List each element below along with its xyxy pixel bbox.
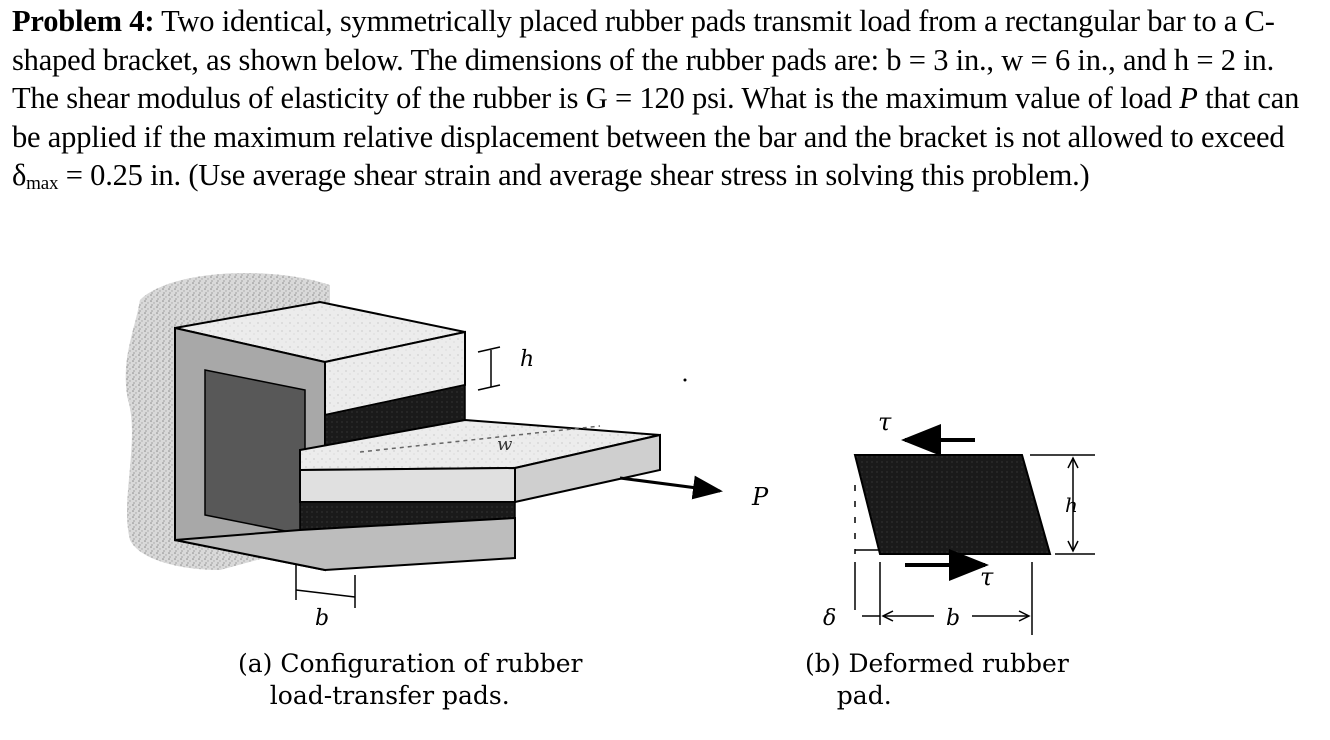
caption-b-line1: (b) Deformed rubber xyxy=(805,649,1069,678)
label-h-a: h xyxy=(520,347,534,372)
h-dimension-b xyxy=(1030,454,1095,555)
deformed-pad xyxy=(853,454,1052,555)
label-b-a: b xyxy=(315,606,329,631)
label-P: P xyxy=(751,483,769,511)
label-delta: δ xyxy=(823,606,836,631)
label-b-b: b xyxy=(946,606,960,631)
problem-label: Problem 4: xyxy=(12,4,155,38)
figure-b-drawing xyxy=(853,424,1095,635)
bracket-c-inner xyxy=(204,369,306,536)
figure: h w P b τ τ h δ b xyxy=(125,273,1095,635)
label-h-b: h xyxy=(1065,493,1078,517)
caption-a-line1: (a) Configuration of rubber xyxy=(238,649,583,678)
delta-subscript: max xyxy=(26,173,59,195)
label-tau-top: τ xyxy=(878,408,892,436)
problem-statement: Problem 4: Two identical, symmetrically … xyxy=(12,2,1322,195)
w-dashed-line xyxy=(359,425,601,453)
bracket-front-lower-arm xyxy=(174,516,516,572)
figure-a-drawing xyxy=(125,273,723,608)
problem-text-3: = 0.25 in. (Use average shear strain and… xyxy=(58,158,1090,193)
problem-text-2: that can be applied if the maximum relat… xyxy=(12,81,1300,193)
bar-end-face xyxy=(514,433,661,504)
label-w-a: w xyxy=(497,434,513,455)
b-dimension-a xyxy=(295,565,356,608)
caption-b: (b) Deformed rubber pad. xyxy=(805,648,1069,712)
load-arrow xyxy=(619,475,723,500)
problem-text-1: Two identical, symmetrically placed rubb… xyxy=(12,4,1275,116)
caption-b-line2: pad. xyxy=(805,681,892,710)
h-dimension-a xyxy=(477,346,501,391)
bar-front-face xyxy=(299,466,516,503)
caption-a: (a) Configuration of rubber load-transfe… xyxy=(238,648,582,712)
label-tau-bottom: τ xyxy=(980,563,994,591)
caption-a-line2: load-transfer pads. xyxy=(238,681,510,710)
load-symbol: P xyxy=(1179,81,1198,116)
